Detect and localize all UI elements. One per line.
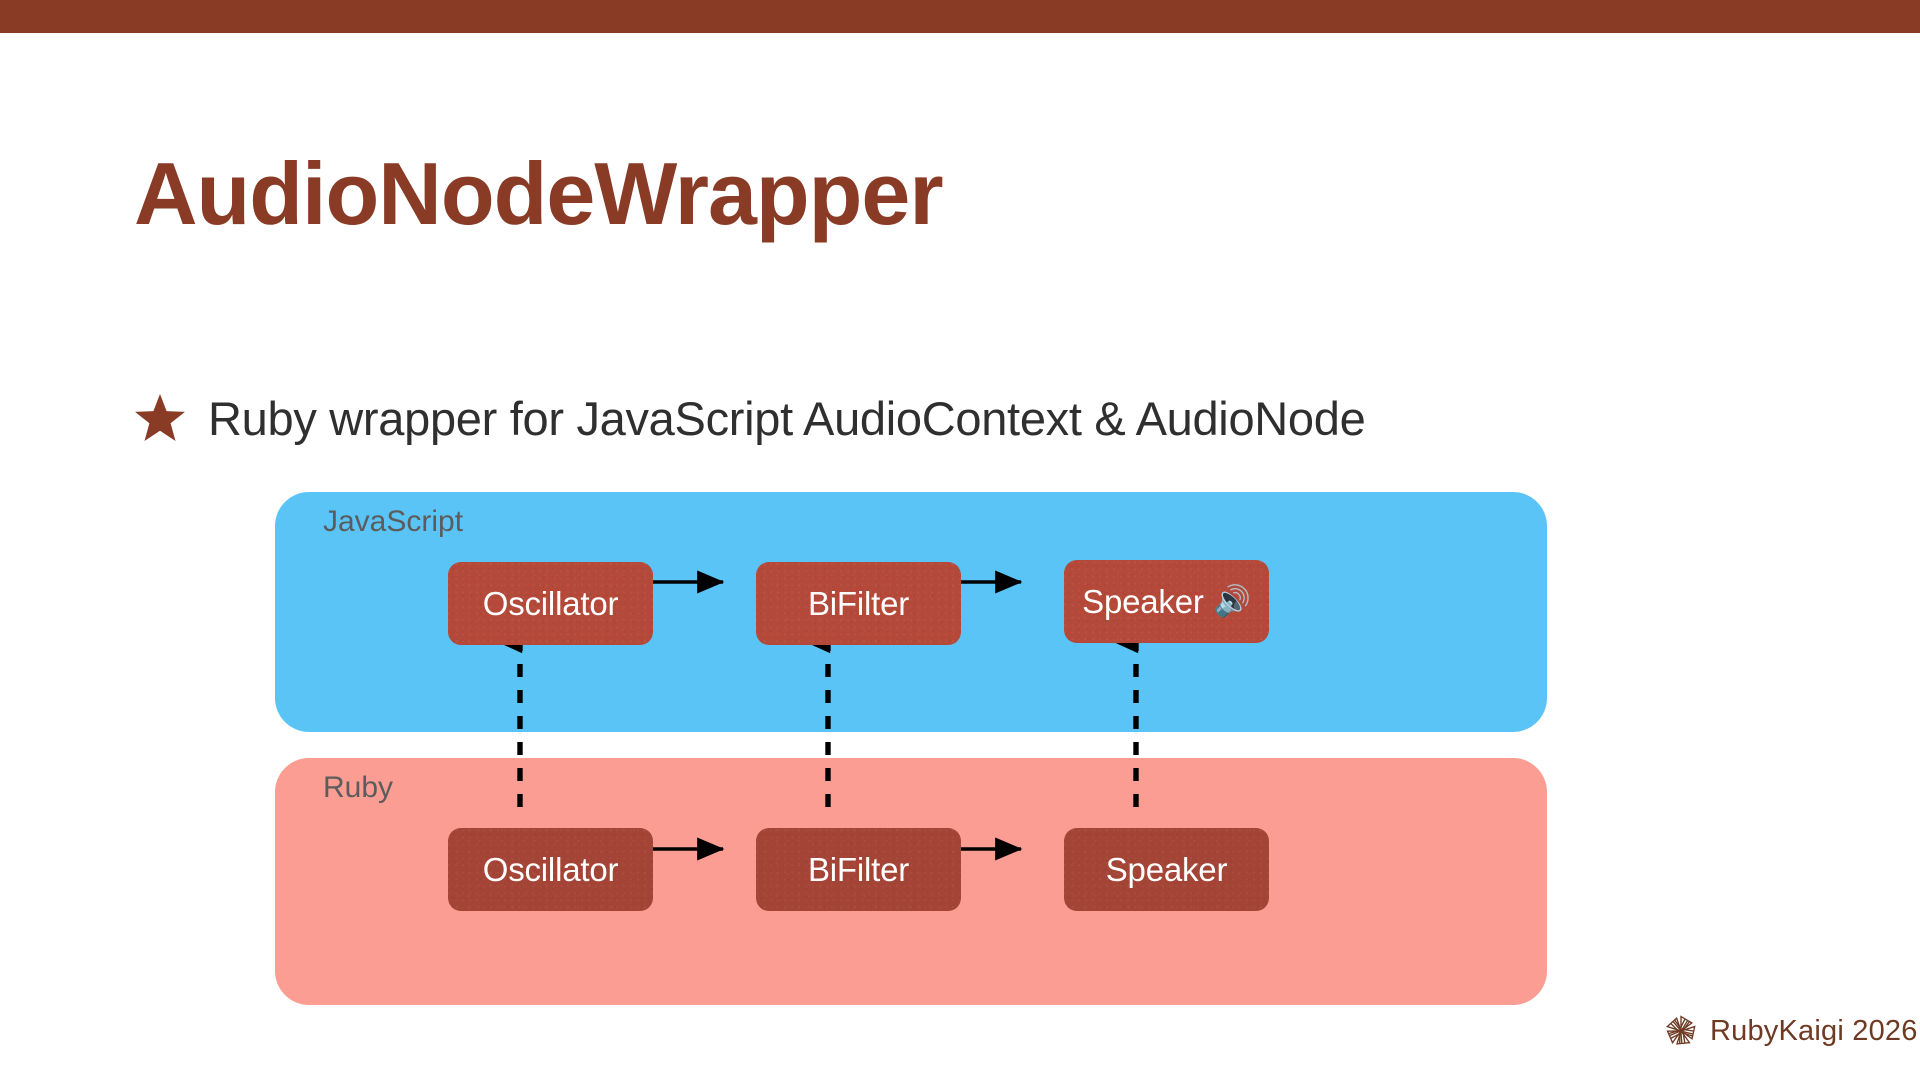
node-label: Speaker [1082, 582, 1204, 620]
rubykaigi-pinwheel-icon [1663, 1013, 1699, 1049]
top-accent-bar [0, 0, 1920, 33]
node-ruby-oscillator[interactable]: Oscillator [448, 828, 653, 911]
node-label: BiFilter [807, 850, 910, 888]
node-ruby-bifilter[interactable]: BiFilter [756, 828, 961, 911]
node-js-speaker[interactable]: Speaker 🔊 [1064, 560, 1269, 643]
node-ruby-speaker[interactable]: Speaker [1064, 828, 1269, 911]
footer-text: RubyKaigi 2026 [1710, 1014, 1918, 1047]
node-label: BiFilter [807, 584, 910, 622]
speaker-icon: 🔊 [1213, 585, 1251, 618]
star-icon [134, 392, 186, 444]
footer-branding: RubyKaigi 2026 [1663, 1013, 1918, 1049]
node-js-bifilter[interactable]: BiFilter [756, 562, 961, 645]
bullet-item: Ruby wrapper for JavaScript AudioContext… [134, 391, 1366, 445]
layer-label-ruby: Ruby [323, 771, 394, 804]
node-js-oscillator[interactable]: Oscillator [448, 562, 653, 645]
architecture-diagram: JavaScript Ruby [275, 492, 1547, 1005]
node-label: Speaker [1105, 850, 1228, 888]
node-label: Oscillator [482, 584, 619, 622]
page-title: AudioNodeWrapper [134, 144, 944, 243]
node-label: Oscillator [482, 850, 619, 888]
layer-label-javascript: JavaScript [323, 505, 464, 538]
bullet-text: Ruby wrapper for JavaScript AudioContext… [208, 391, 1366, 445]
